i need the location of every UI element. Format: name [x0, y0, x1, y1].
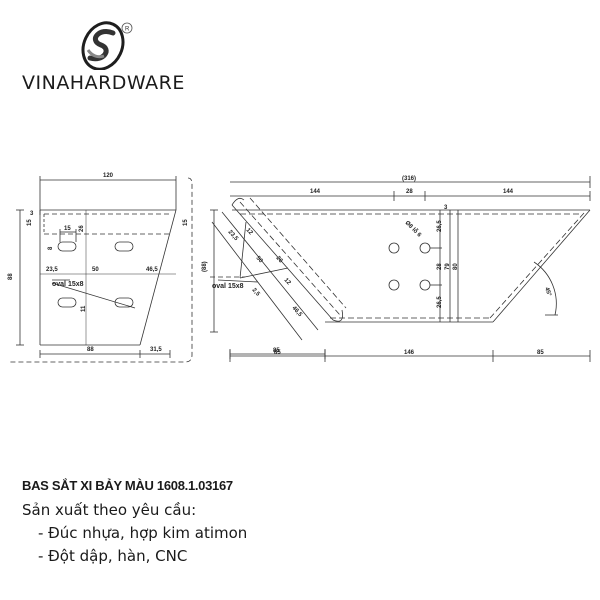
- dim-bottom-r-a: 85: [274, 350, 281, 356]
- dim-vert-d: 79: [445, 263, 451, 270]
- dim-hole: 11: [81, 305, 87, 312]
- dim-thickness: 3: [444, 205, 448, 211]
- oval-label-left: oval 15x8: [52, 281, 84, 288]
- brand-name: VINAHARDWARE: [22, 72, 185, 94]
- dim-slot-offset: 26: [79, 225, 85, 232]
- dim-left-height: 88: [8, 273, 14, 280]
- dim-overall: (316): [402, 176, 416, 182]
- dim-vert-c: 26,5: [437, 296, 443, 308]
- dim-angle-middle: (88): [202, 261, 208, 272]
- oval-label-middle: oval 15x8: [212, 283, 244, 290]
- dim-row-1c: 46,5: [146, 267, 158, 273]
- brand-logo: R VINAHARDWARE: [0, 0, 250, 110]
- middle-view: [210, 197, 347, 359]
- dim-oval-width: 15: [64, 226, 71, 232]
- product-title: BAS SẮT XI BẢY MÀU 1608.1.03167: [22, 478, 233, 493]
- dim-angle: 45°: [543, 287, 552, 298]
- dim-left-width: 120: [103, 173, 114, 179]
- dim-diag-f: 12: [283, 277, 292, 286]
- dim-vert-a: 26,5: [437, 220, 443, 232]
- caption-item: - Đúc nhựa, hợp kim atimon: [38, 524, 248, 542]
- left-view: [10, 176, 193, 363]
- dim-diag-b: 12: [245, 227, 254, 236]
- dim-bottom-b: 31,5: [150, 347, 162, 353]
- dim-top-b: 28: [406, 189, 413, 195]
- dim-oval-height: 8: [48, 246, 54, 250]
- registered-mark: R: [125, 27, 130, 33]
- dim-diag-e: 46,5: [291, 305, 304, 318]
- dim-top-c: 144: [503, 189, 514, 195]
- technical-drawing: 120 88 15 3 15 8 26 23,5 50 46,5 oval 15…: [8, 173, 591, 363]
- right-view: [229, 176, 591, 362]
- dim-diag-c: 50: [255, 255, 264, 264]
- product-caption: BAS SẮT XI BẢY MÀU 1608.1.03167 Sản xuất…: [22, 478, 247, 568]
- dim-diag-d: 26: [275, 255, 284, 264]
- logo-s-icon: R: [81, 21, 133, 70]
- dim-bottom-a: 88: [87, 347, 94, 353]
- dim-row-1a: 23,5: [46, 267, 58, 273]
- dim-row-1b: 50: [92, 267, 99, 273]
- dim-left-flange-tab: 3: [30, 211, 34, 217]
- dim-middle-bottom: 85: [273, 348, 280, 354]
- dim-bottom-r-b: 146: [404, 350, 415, 356]
- hole-label: Ø8 lỗ 6: [404, 219, 424, 239]
- dim-bottom-r-c: 85: [537, 350, 544, 356]
- dim-vert-e: 80: [453, 263, 459, 270]
- caption-item: - Đột dập, hàn, CNC: [38, 547, 188, 565]
- dim-diag-g: 2,5: [251, 287, 261, 298]
- dim-top-a: 144: [310, 189, 321, 195]
- dim-left-flange: 15: [27, 219, 33, 226]
- dim-vert-b: 28: [437, 263, 443, 270]
- dim-right-flange: 15: [183, 219, 189, 226]
- caption-subtitle: Sản xuất theo yêu cầu:: [22, 501, 197, 519]
